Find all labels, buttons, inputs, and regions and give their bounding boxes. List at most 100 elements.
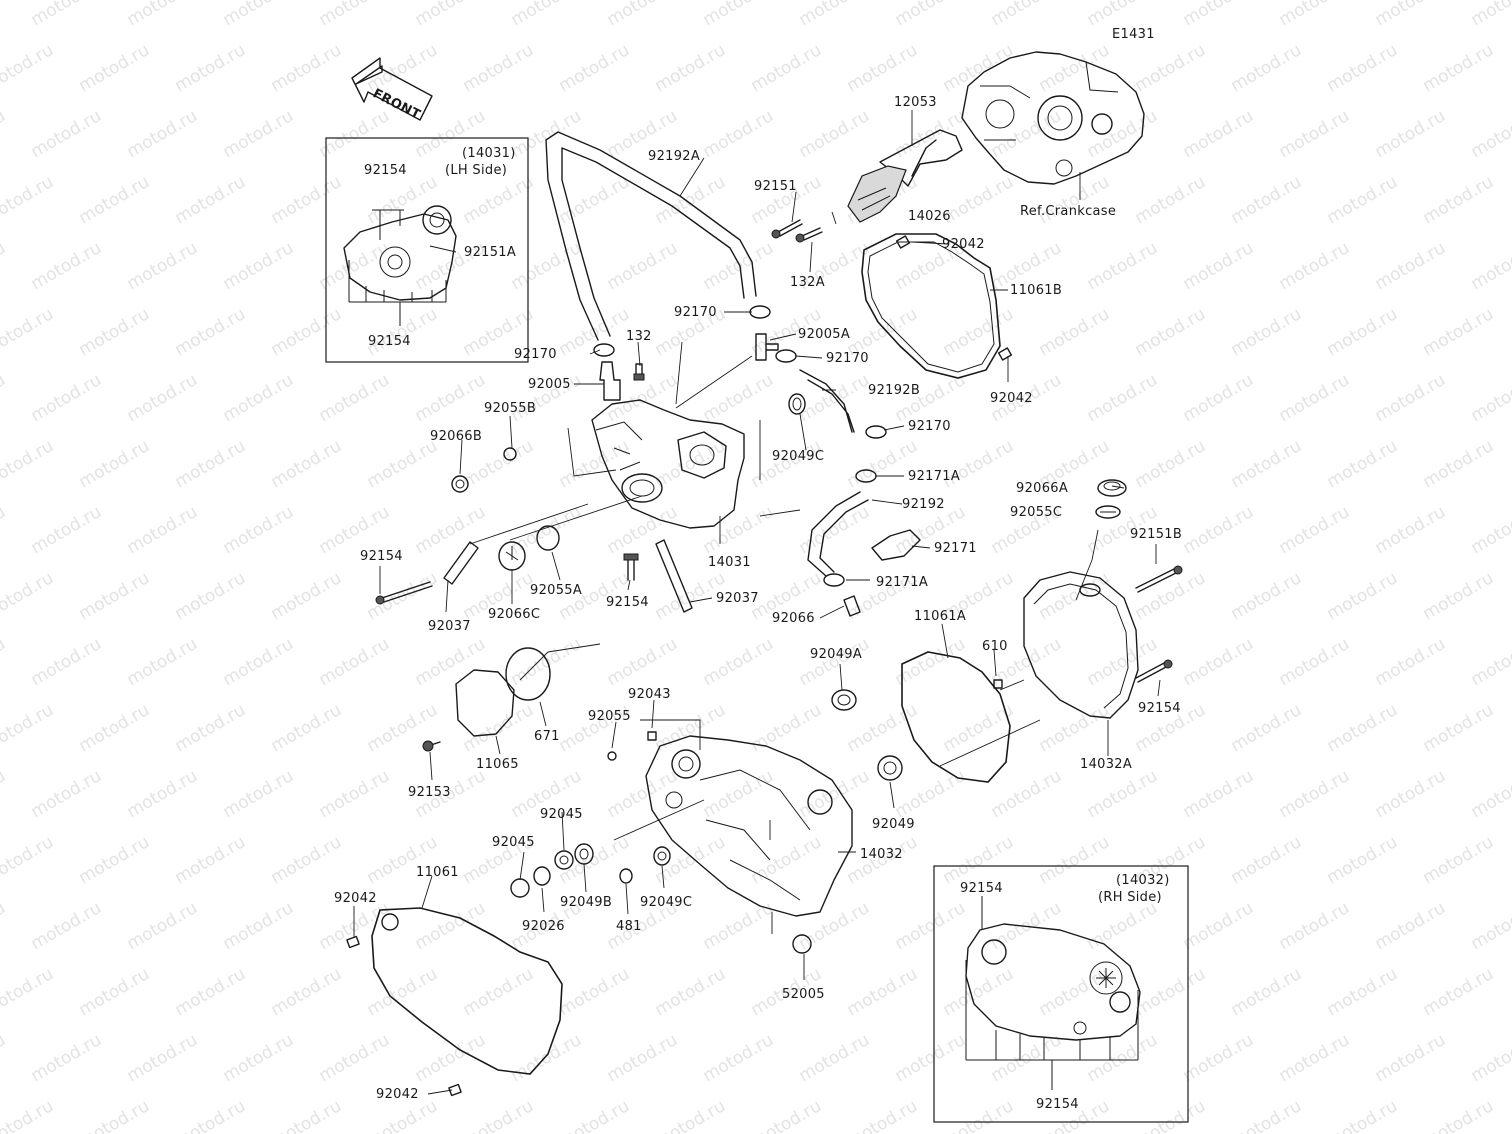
watermark-text: motod.ru (123, 106, 201, 162)
watermark-text: motod.ru (75, 40, 153, 96)
watermark-text: motod.ru (315, 766, 393, 822)
watermark-text: motod.ru (0, 370, 9, 426)
watermark-text: motod.ru (1419, 304, 1497, 360)
watermark-text: motod.ru (1179, 370, 1257, 426)
watermark-text: motod.ru (459, 40, 537, 96)
watermark-text: motod.ru (219, 370, 297, 426)
watermark-text: motod.ru (507, 1030, 585, 1086)
watermark-text: motod.ru (1323, 304, 1401, 360)
hose-92192A (545, 131, 757, 341)
label-92170-d: 92170 (908, 419, 951, 434)
watermark-text: motod.ru (1467, 502, 1512, 558)
pin-92037-left (443, 541, 479, 585)
watermark-text: motod.ru (27, 370, 105, 426)
watermark-text: motod.ru (267, 964, 345, 1020)
watermark-text: motod.ru (123, 238, 201, 294)
watermark-text: motod.ru (1131, 964, 1209, 1020)
gasket-11061 (371, 907, 563, 1075)
dowel-92042-left (346, 935, 360, 949)
watermark-text: motod.ru (75, 172, 153, 228)
watermark-text: motod.ru (699, 238, 777, 294)
watermark-text: motod.ru (315, 1030, 393, 1086)
watermark-text: motod.ru (603, 766, 681, 822)
label-92043: 92043 (628, 687, 671, 702)
label-132A: 132A (790, 275, 825, 290)
watermark-text: motod.ru (795, 1030, 873, 1086)
label-11061: 11061 (416, 865, 459, 880)
watermark-text: motod.ru (315, 634, 393, 690)
watermark-text: motod.ru (219, 502, 297, 558)
watermark-text: motod.ru (1275, 1030, 1353, 1086)
bolt-92153 (422, 740, 441, 752)
clamp-92170-b (593, 343, 615, 357)
watermark-text: motod.ru (123, 370, 201, 426)
plug-92066B (451, 475, 469, 493)
dowel-610 (993, 679, 1003, 689)
seal-92049A (831, 689, 857, 711)
watermark-text: motod.ru (795, 0, 873, 30)
watermark-text: motod.ru (1467, 238, 1512, 294)
watermark-text: motod.ru (1371, 502, 1449, 558)
watermark-text: motod.ru (1419, 436, 1497, 492)
watermark-text: motod.ru (699, 370, 777, 426)
watermark-text: motod.ru (651, 436, 729, 492)
watermark-text: motod.ru (267, 1096, 345, 1134)
circlip-481 (619, 868, 633, 884)
watermark-text: motod.ru (315, 106, 393, 162)
oring-92055 (607, 751, 617, 761)
watermark-text: motod.ru (123, 1030, 201, 1086)
watermark-text: motod.ru (219, 898, 297, 954)
watermark-text: motod.ru (267, 40, 345, 96)
label-92042-top: 92042 (942, 237, 985, 252)
watermark-text: motod.ru (0, 106, 9, 162)
watermark-text: motod.ru (1323, 40, 1401, 96)
inset-lh-label-top: 92154 (364, 163, 407, 178)
watermark-text: motod.ru (459, 964, 537, 1020)
watermark-text: motod.ru (27, 106, 105, 162)
watermark-text: motod.ru (1323, 832, 1401, 888)
bolt-132A (795, 227, 823, 243)
watermark-text: motod.ru (1179, 634, 1257, 690)
watermark-text: motod.ru (1179, 766, 1257, 822)
watermark-text: motod.ru (1131, 172, 1209, 228)
watermark-text: motod.ru (75, 832, 153, 888)
watermark-text: motod.ru (1323, 964, 1401, 1020)
watermark-text: motod.ru (1419, 172, 1497, 228)
label-92153: 92153 (408, 785, 451, 800)
seal-92049 (877, 755, 903, 781)
label-92045-left: 92045 (492, 835, 535, 850)
watermark-text: motod.ru (747, 40, 825, 96)
label-14031: 14031 (708, 555, 751, 570)
watermark-text: motod.ru (267, 304, 345, 360)
watermark-text: motod.ru (891, 106, 969, 162)
label-92154-right: 92154 (1138, 701, 1181, 716)
watermark-text: motod.ru (27, 898, 105, 954)
label-92042-bottom: 92042 (376, 1087, 419, 1102)
watermark-text: motod.ru (219, 766, 297, 822)
watermark-text: motod.ru (171, 832, 249, 888)
label-92005A: 92005A (798, 327, 850, 342)
watermark-text: motod.ru (939, 1096, 1017, 1134)
watermark-text: motod.ru (891, 1030, 969, 1086)
watermark-text: motod.ru (75, 568, 153, 624)
watermark-text: motod.ru (363, 436, 441, 492)
watermark-text: motod.ru (1227, 1096, 1305, 1134)
watermark-text: motod.ru (219, 106, 297, 162)
watermark-text: motod.ru (0, 634, 9, 690)
watermark-text: motod.ru (795, 106, 873, 162)
watermark-text: motod.ru (27, 1030, 105, 1086)
watermark-text: motod.ru (411, 0, 489, 30)
watermark-text: motod.ru (0, 1030, 9, 1086)
watermark-text: motod.ru (0, 700, 57, 756)
oring-92055B (503, 447, 517, 461)
label-92049A: 92049A (810, 647, 862, 662)
watermark-text: motod.ru (315, 0, 393, 30)
watermark-text: motod.ru (1323, 568, 1401, 624)
watermark-text: motod.ru (1227, 40, 1305, 96)
watermark-text: motod.ru (1083, 766, 1161, 822)
watermark-text: motod.ru (699, 0, 777, 30)
inset-lh-title-2: (LH Side) (445, 163, 507, 178)
watermark-text: motod.ru (555, 40, 633, 96)
watermark-text: motod.ru (1275, 238, 1353, 294)
